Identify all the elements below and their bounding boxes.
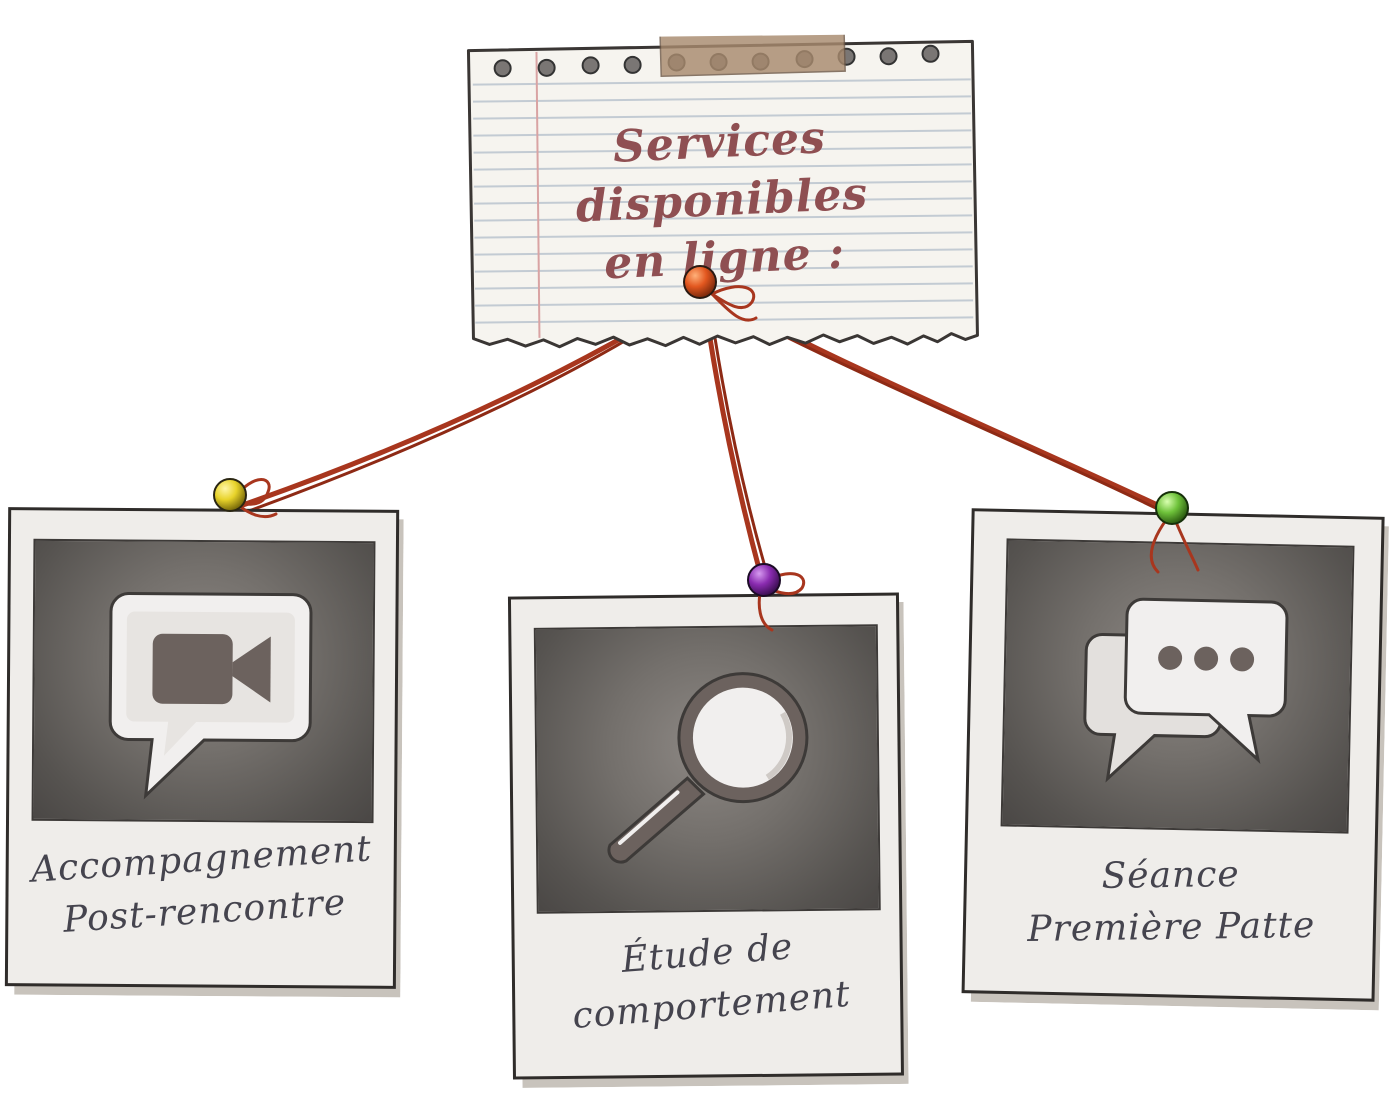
- service-card-accompagnement[interactable]: Accompagnement Post-rencontre: [4, 507, 404, 998]
- service-photo: [31, 538, 376, 824]
- pin-yellow: [213, 478, 247, 512]
- service-photo: [1000, 538, 1355, 834]
- magnifying-glass-icon: [607, 672, 809, 864]
- pin-green: [1155, 491, 1189, 525]
- service-card-etude[interactable]: Étude de comportement: [507, 592, 909, 1088]
- service-card-seance[interactable]: Séance Première Patte: [961, 508, 1389, 1011]
- service-photo: [533, 624, 881, 914]
- chat-bubbles-icon: [1083, 597, 1289, 783]
- note-paper: [466, 33, 979, 349]
- services-note: Services disponibles en ligne :: [464, 33, 979, 360]
- tape-strip: [658, 33, 846, 78]
- pin-purple: [747, 563, 781, 597]
- pin-orange: [683, 265, 717, 299]
- video-chat-icon: [108, 591, 313, 800]
